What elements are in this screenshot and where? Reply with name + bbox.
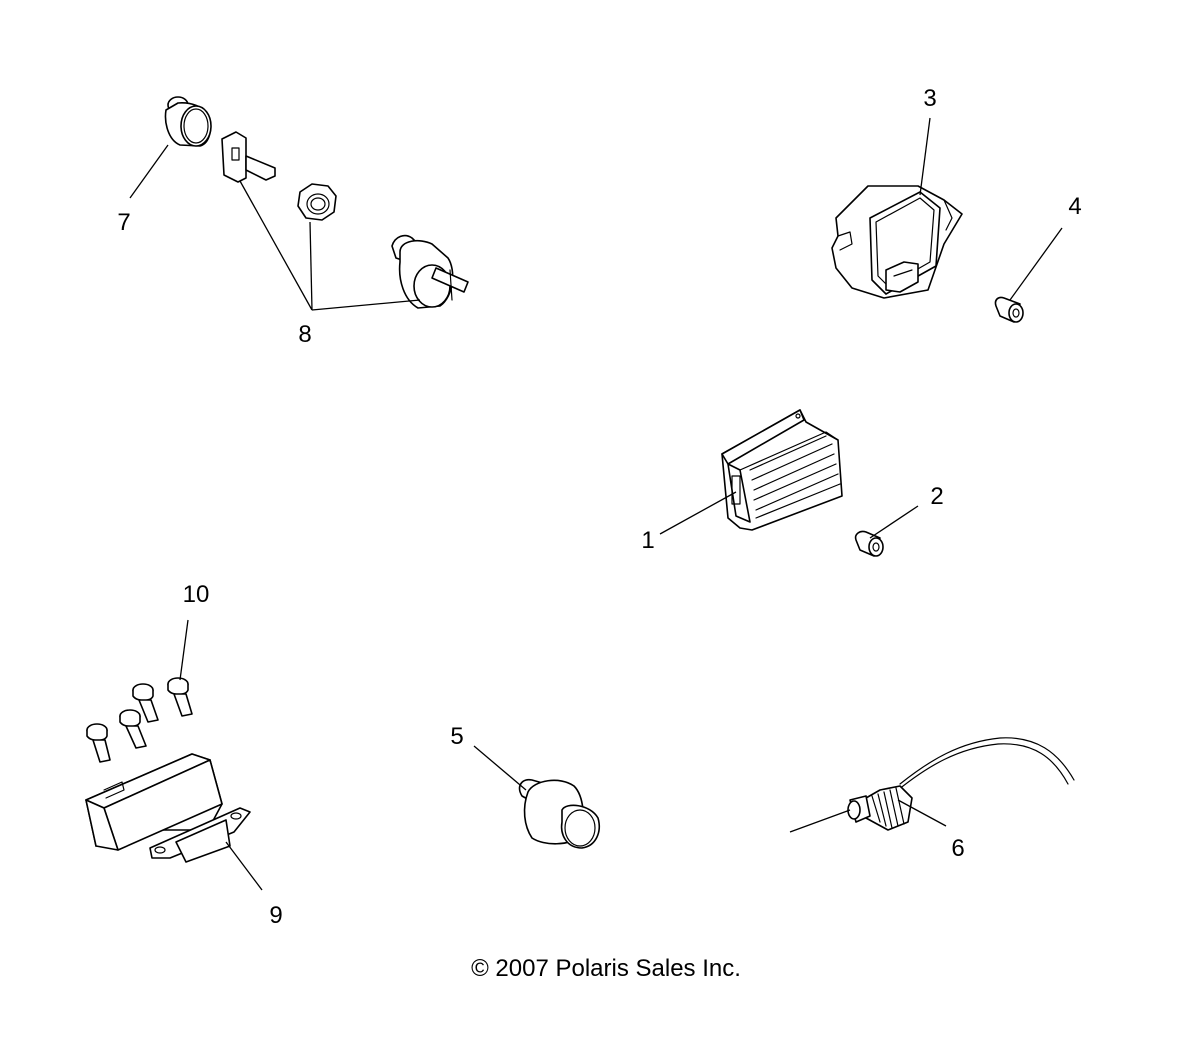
leader-6: [897, 799, 947, 827]
leader-6-probe: [789, 809, 851, 833]
part-7-cap: [164, 96, 212, 147]
screw-b: [132, 683, 159, 723]
leader-5: [473, 745, 527, 791]
leader-7: [129, 144, 169, 199]
leader-9: [225, 841, 263, 891]
leader-1: [659, 491, 737, 535]
callout-5: 5: [450, 723, 463, 750]
leader-8: [239, 180, 421, 311]
callout-3: 3: [923, 85, 936, 112]
callout-10: 10: [183, 581, 210, 608]
callout-8: 8: [298, 321, 311, 348]
part-6-sensor: [847, 737, 1075, 831]
part-9-relay: [85, 753, 251, 863]
screw-c: [86, 723, 111, 763]
part-8-key: [221, 131, 276, 183]
callout-2: 2: [930, 483, 943, 510]
part-5-switch: [518, 778, 600, 849]
part-10-screws: [86, 677, 193, 763]
part-8-ignition-switch: [391, 234, 469, 309]
part-3-regulator: [831, 185, 963, 299]
screw-a: [167, 677, 193, 717]
part-8-nut: [297, 183, 337, 221]
part-1-cdi-module: [721, 409, 843, 531]
callout-4: 4: [1068, 193, 1081, 220]
leader-2: [869, 505, 919, 539]
callout-7: 7: [117, 209, 130, 236]
leader-10: [179, 619, 189, 681]
part-2-screw: [854, 530, 884, 557]
callout-1: 1: [641, 527, 654, 554]
leader-4: [1009, 227, 1063, 301]
callout-9: 9: [269, 902, 282, 929]
leader-3: [919, 117, 931, 196]
callout-6: 6: [951, 835, 964, 862]
part-4-screw: [994, 296, 1024, 323]
screw-d: [119, 709, 147, 749]
copyright-notice: © 2007 Polaris Sales Inc.: [471, 955, 741, 982]
